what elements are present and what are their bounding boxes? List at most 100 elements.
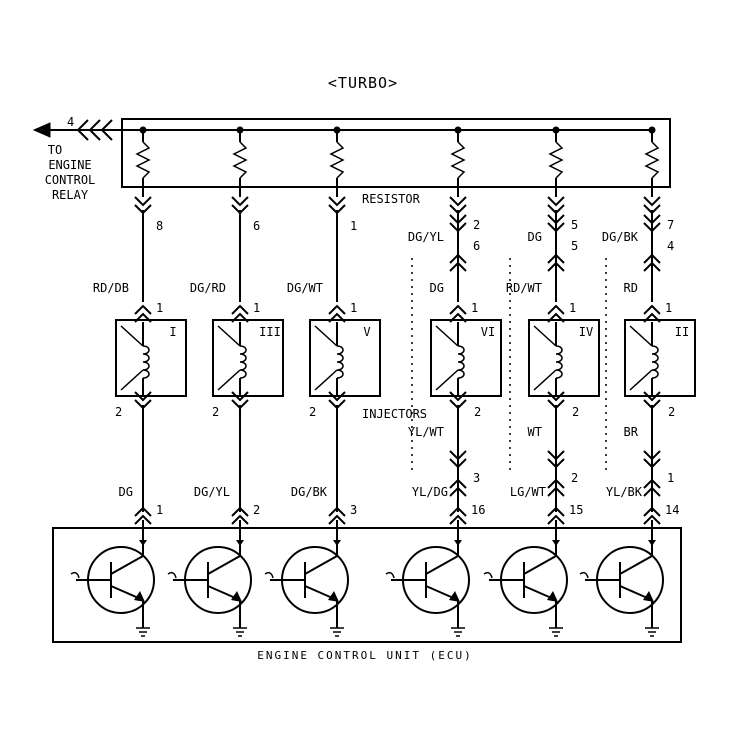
mid-connector-chevron-up — [643, 253, 661, 272]
injector-coil — [142, 345, 150, 379]
ground-icon — [330, 627, 344, 637]
signal-squiggle-icon — [483, 571, 493, 579]
resistor-element — [232, 141, 248, 179]
injector-lead-lines — [435, 325, 459, 391]
wire-color-lower-upper: BR — [624, 425, 639, 439]
resistor-pin-label: 1 — [350, 219, 357, 233]
injector-pin-bottom: 2 — [115, 405, 122, 419]
ground-icon — [136, 627, 150, 637]
collector-marker-icon — [236, 540, 244, 546]
injector-box — [115, 319, 187, 397]
mid-connector-chevron — [449, 214, 467, 233]
injector-box — [624, 319, 696, 397]
lower-connector-chevron — [449, 450, 467, 469]
transistor-collector — [207, 555, 241, 575]
resistor-pin-label: 8 — [156, 219, 163, 233]
transistor-collector — [523, 555, 557, 575]
injector-lead-lines — [533, 325, 557, 391]
injector-pin-top: 1 — [253, 301, 260, 315]
relay-label-line-2: ENGINE — [48, 158, 91, 172]
wire-color-top: RD/DB — [93, 281, 129, 295]
resistor-pin-label: 6 — [253, 219, 260, 233]
lower-connector-chevron — [547, 450, 565, 469]
relay-connector — [32, 119, 122, 141]
signal-squiggle-icon — [167, 571, 177, 579]
mid-connector-pin-upper: 7 — [667, 218, 674, 232]
wire-color-lower-upper: WT — [528, 425, 542, 439]
injector-pin-bottom: 2 — [474, 405, 481, 419]
injector-pin-top: 1 — [665, 301, 672, 315]
collector-marker-icon — [552, 540, 560, 546]
collector-marker-icon — [648, 540, 656, 546]
mid-connector-pin-lower: 5 — [571, 239, 578, 253]
relay-feed: 4 TO ENGINE CONTROL RELAY — [45, 115, 96, 202]
ground-icon — [645, 627, 659, 637]
ecu-pin-label: 16 — [471, 503, 485, 517]
emitter-arrow-icon — [134, 591, 145, 602]
injector-pin-top: 1 — [569, 301, 576, 315]
injector-number-label: II — [675, 325, 689, 339]
injector-pin-top: 1 — [350, 301, 357, 315]
wire-color-bottom: DG/BK — [291, 485, 328, 499]
injector-lead-lines — [217, 325, 241, 391]
relay-label-line-1: TO — [48, 143, 62, 157]
ecu-pin-label: 15 — [569, 503, 583, 517]
ground-icon — [549, 627, 563, 637]
injector-number-label: I — [169, 325, 176, 339]
resistor-element — [644, 141, 660, 179]
collector-marker-icon — [333, 540, 341, 546]
injector-coil — [651, 345, 659, 379]
channels-layer: 8RD/DB1I2DG16DG/RD1III2DG/YL21DG/WT1V2DG… — [32, 119, 696, 637]
resistor-label: RESISTOR — [362, 192, 421, 206]
ecu-connector — [449, 506, 467, 525]
injector-pin-bottom: 2 — [309, 405, 316, 419]
ecu-connector — [643, 506, 661, 525]
ground-icon — [233, 627, 247, 637]
transistor-collector — [619, 555, 653, 575]
mid-connector-pin-lower: 4 — [667, 239, 674, 253]
signal-squiggle-icon — [264, 571, 274, 579]
injector-lead-lines — [314, 325, 338, 391]
signal-squiggle-icon — [385, 571, 395, 579]
emitter-arrow-icon — [231, 591, 242, 602]
wire-color-bottom: LG/WT — [510, 485, 546, 499]
ecu-pin-label: 2 — [253, 503, 260, 517]
resistor-element — [135, 141, 151, 179]
injector-number-label: IV — [579, 325, 593, 339]
emitter-arrow-icon — [547, 591, 558, 602]
ecu-connector — [231, 506, 249, 525]
emitter-arrow-icon — [449, 591, 460, 602]
wire-color-lower-upper: YL/WT — [408, 425, 444, 439]
injector-number-label: III — [259, 325, 281, 339]
wire-color-top: RD/WT — [506, 281, 542, 295]
mid-connector-chevron-up — [547, 253, 565, 272]
ecu-connector — [328, 506, 346, 525]
ecu-pin-label: 3 — [350, 503, 357, 517]
injector-box — [212, 319, 284, 397]
wire-color-bottom: DG — [119, 485, 133, 499]
injector-lead-lines — [629, 325, 653, 391]
diagram-title: <TURBO> — [328, 74, 398, 92]
injector-coil — [239, 345, 247, 379]
transistor-collector — [425, 555, 459, 575]
injector-lead-lines — [120, 325, 144, 391]
ecu-box — [52, 527, 682, 643]
relay-pin-label: 4 — [67, 115, 74, 129]
relay-label-line-4: RELAY — [52, 188, 89, 202]
relay-chevron — [76, 119, 89, 141]
wire-color-top: RD — [624, 281, 638, 295]
mid-connector-chevron-up — [449, 253, 467, 272]
injector-number-label: V — [363, 325, 370, 339]
relay-chevron — [100, 119, 113, 141]
ecu-connector — [547, 506, 565, 525]
injector-number-label: VI — [481, 325, 495, 339]
lower-connector-chevron-up — [643, 478, 661, 497]
wire-color-top: DG/RD — [190, 281, 226, 295]
resistor-element — [450, 141, 466, 179]
injector-box — [528, 319, 600, 397]
wire-color-bottom: DG/YL — [194, 485, 230, 499]
